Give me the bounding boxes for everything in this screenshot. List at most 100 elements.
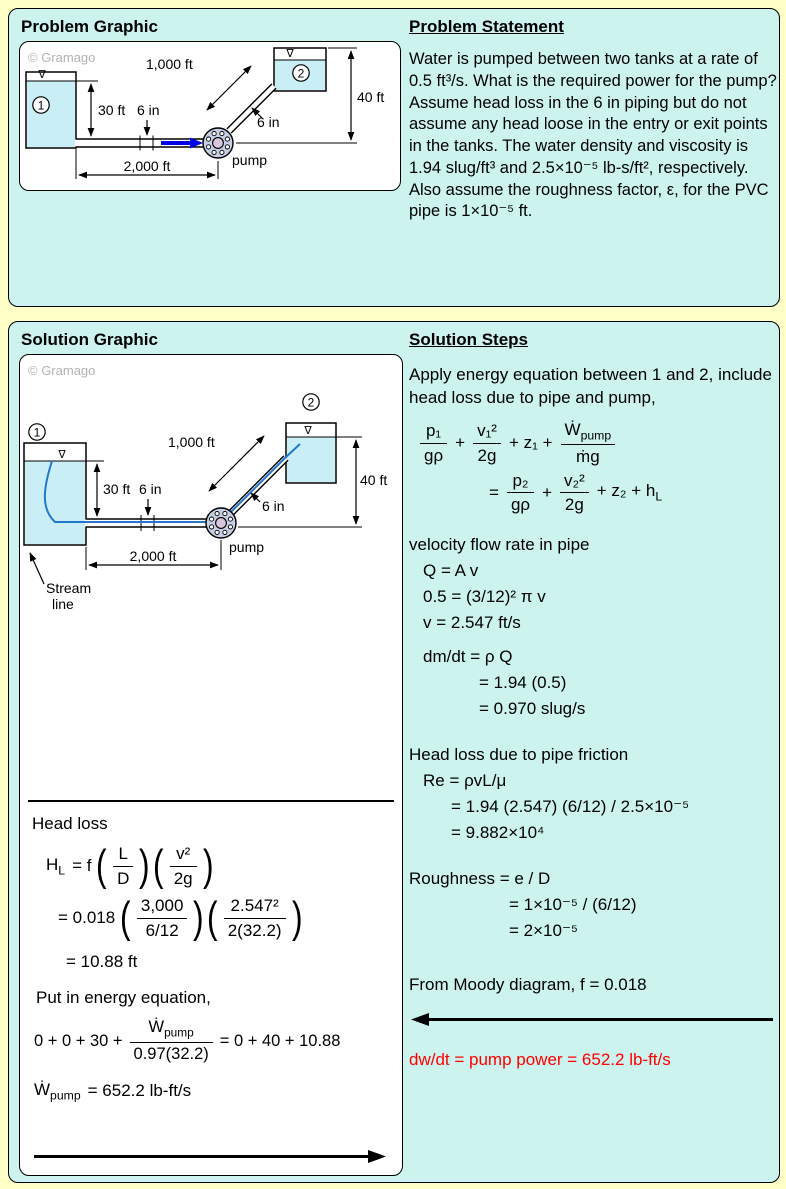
problem-graphic-title: Problem Graphic xyxy=(21,17,158,36)
headloss-result: = 10.88 ft xyxy=(66,952,138,972)
water-surface-icon: ∇ xyxy=(57,449,66,461)
tank1-label: 1 xyxy=(32,96,50,114)
eq-line: = 0.970 slug/s xyxy=(479,698,586,718)
eq-line: Re = ρvL/μ xyxy=(423,770,507,790)
lparen: ( xyxy=(96,841,108,891)
svg-text:2: 2 xyxy=(298,67,305,81)
dim-6in-horizontal: 6 in xyxy=(139,481,162,516)
eq-line: = 1.94 (0.5) xyxy=(479,672,567,692)
result-arrow-icon xyxy=(34,1150,386,1163)
put-in-energy-text: Put in energy equation, xyxy=(36,988,211,1008)
frac-wpump-over-mg: Ẇpump 0.97(32.2) xyxy=(129,1018,213,1064)
water-surface-icon: ∇ xyxy=(285,48,294,60)
head-loss-title: Head loss xyxy=(32,814,108,833)
dim-6in-horizontal: 6 in xyxy=(137,102,160,136)
solution-panel: Solution Graphic © Gramago 1 2 ∇ xyxy=(8,321,780,1183)
solution-steps-title: Solution Steps xyxy=(409,330,528,349)
eq-line: = 1×10⁻⁵ / (6/12) xyxy=(509,894,637,914)
result-value: = 652.2 lb-ft/s xyxy=(87,1081,192,1101)
svg-text:2: 2 xyxy=(308,396,315,410)
svg-text:6 in: 6 in xyxy=(139,481,162,497)
solution-diagram-box: © Gramago 1 2 ∇ ∇ xyxy=(19,354,403,1176)
dim-30ft: 30 ft xyxy=(86,460,130,517)
pump-label: pump xyxy=(232,152,267,168)
flow-arrow-icon xyxy=(161,137,203,149)
svg-text:Stream: Stream xyxy=(46,580,91,596)
divider-line xyxy=(28,800,394,802)
svg-text:1: 1 xyxy=(34,426,41,440)
pump-icon xyxy=(202,127,234,159)
eq-line: 0.5 = (3/12)² π v xyxy=(423,586,546,606)
svg-text:2,000 ft: 2,000 ft xyxy=(130,548,177,564)
solution-diagram: © Gramago 1 2 ∇ ∇ xyxy=(23,363,387,612)
z1-term: + z₁ + xyxy=(508,433,553,453)
tank-2: ∇ xyxy=(285,422,337,484)
rparen: ) xyxy=(193,893,205,943)
dim-2000ft: 2,000 ft xyxy=(85,540,222,570)
wpump-symbol: Ẇpump xyxy=(34,1080,81,1103)
dim-1000ft: 1,000 ft xyxy=(168,434,265,492)
frac-wpump: Ẇpump ṁg xyxy=(560,420,616,467)
pump-label: pump xyxy=(229,539,264,555)
moody-arrow-icon xyxy=(411,1012,773,1026)
problem-diagram-box: © Gramago ∇ 2 ∇ 1 xyxy=(19,41,401,191)
svg-text:6 in: 6 in xyxy=(262,498,285,514)
equals-coefficient: = 0.018 xyxy=(58,908,116,928)
dim-6in-diagonal: 6 in xyxy=(251,107,280,130)
watermark-text: © Gramago xyxy=(28,50,95,65)
tank1-label: 1 xyxy=(28,423,46,441)
steps-intro-text: Apply energy equation between 1 and 2, i… xyxy=(409,365,772,407)
watermark-text: © Gramago xyxy=(28,363,95,378)
pump-power-result: Ẇpump = 652.2 lb-ft/s xyxy=(34,1080,396,1102)
final-answer-text: dw/dt = pump power = 652.2 lb-ft/s xyxy=(409,1049,671,1069)
problem-diagram: © Gramago ∇ 2 ∇ 1 xyxy=(25,47,384,179)
problem-statement-column: Problem Statement Water is pumped betwee… xyxy=(409,17,779,223)
tank2-label: 2 xyxy=(302,393,320,411)
equals-f: = f xyxy=(72,856,92,876)
solution-graphic-title: Solution Graphic xyxy=(21,330,158,349)
eq-line: v = 2.547 ft/s xyxy=(423,612,521,632)
lparen: ( xyxy=(153,841,164,891)
dim-6in-diagonal: 6 in xyxy=(250,492,285,514)
plus-sign: + xyxy=(542,482,552,502)
eq-line: dm/dt = ρ Q xyxy=(423,646,513,666)
svg-text:30 ft: 30 ft xyxy=(103,481,130,497)
dim-40ft: 40 ft xyxy=(236,47,384,144)
streamline-curve xyxy=(43,443,301,523)
energy-lhs: 0 + 0 + 30 + xyxy=(34,1031,123,1050)
problem-panel: Problem Graphic © Gramago ∇ 2 xyxy=(8,8,780,307)
svg-text:1,000 ft: 1,000 ft xyxy=(168,434,215,450)
pipe-horizontal xyxy=(75,135,220,151)
energy-rhs: = 0 + 40 + 10.88 xyxy=(219,1031,341,1050)
z2-hl-term: + z₂ + hL xyxy=(596,481,663,504)
svg-text:40 ft: 40 ft xyxy=(360,472,387,488)
dim-1000ft: 1,000 ft xyxy=(146,56,252,111)
svg-text:40 ft: 40 ft xyxy=(357,89,384,105)
svg-text:30 ft: 30 ft xyxy=(98,102,125,118)
streamline-label: Stream line xyxy=(29,552,91,612)
svg-text:1: 1 xyxy=(38,99,45,113)
svg-text:6 in: 6 in xyxy=(257,114,280,130)
hl-symbol: HL xyxy=(46,854,66,878)
rparen: ) xyxy=(202,841,214,891)
lparen: ( xyxy=(207,893,218,943)
solution-steps-column: Solution Steps Apply energy equation bet… xyxy=(409,330,779,1070)
moody-conclusion: From Moody diagram, f = 0.018 xyxy=(409,974,647,994)
dim-2000ft: 2,000 ft xyxy=(75,149,219,179)
eq-line: = 9.882×10⁴ xyxy=(451,822,545,842)
dim-30ft: 30 ft xyxy=(76,80,125,137)
rparen: ) xyxy=(139,841,151,891)
